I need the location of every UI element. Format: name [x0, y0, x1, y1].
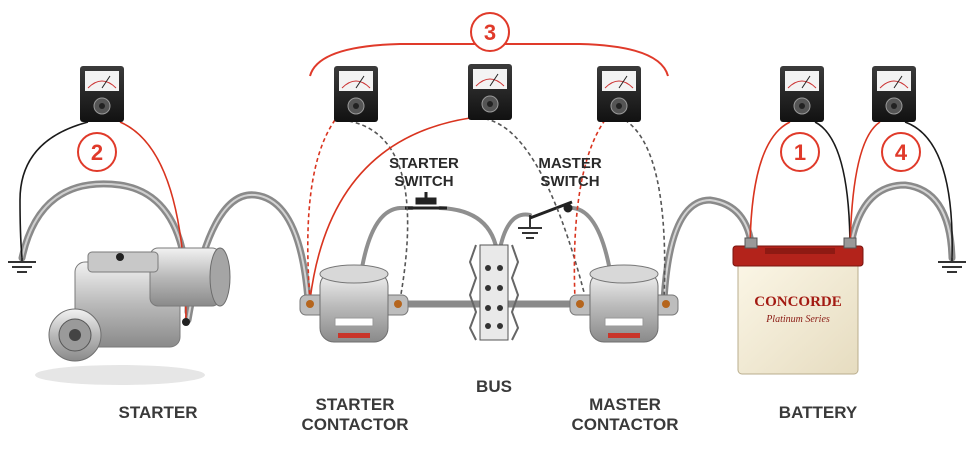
battery-series: Platinum Series [765, 314, 830, 325]
master-switch-label-1: MASTER [538, 155, 602, 172]
ground-symbol-master-switch [518, 215, 542, 239]
svg-text:1: 1 [794, 140, 806, 165]
label-bus: BUS [476, 377, 512, 396]
step-badge-1: 1 [780, 132, 820, 172]
battery-brand: CONCORDE [754, 294, 842, 310]
master-switch-label-2: SWITCH [540, 173, 599, 190]
step-badge-4: 4 [881, 132, 921, 172]
battery [732, 237, 864, 375]
starter-contactor [299, 264, 409, 343]
starter-switch-symbol [405, 192, 447, 210]
svg-text:2: 2 [91, 140, 103, 165]
step-badge-3: 3 [470, 12, 510, 52]
multimeter-step-3-right [597, 66, 641, 122]
label-starter-contactor-2: CONTACTOR [301, 415, 408, 434]
step-badge-2: 2 [77, 132, 117, 172]
starter-motor [35, 247, 231, 385]
multimeter-step-1 [780, 66, 824, 122]
starter-switch-label-2: SWITCH [394, 173, 453, 190]
master-switch-symbol [529, 200, 573, 220]
ground-symbol-left [8, 258, 36, 273]
label-starter-contactor-1: STARTER [315, 395, 394, 414]
cable-battery-ground [846, 181, 956, 262]
label-starter: STARTER [118, 403, 197, 422]
bus-bar [468, 244, 520, 341]
multimeter-step-4 [872, 66, 916, 122]
multimeter-step-3-left [334, 66, 378, 122]
ground-symbol-right [938, 258, 966, 273]
label-master-contactor-2: CONTACTOR [571, 415, 678, 434]
starter-switch-label-1: STARTER [389, 155, 459, 172]
multimeter-step-3-center [468, 64, 512, 120]
multimeter-step-2 [80, 66, 124, 122]
label-master-contactor-1: MASTER [589, 395, 661, 414]
test-leads-red [119, 117, 881, 321]
master-contactor [569, 264, 679, 343]
label-battery: BATTERY [779, 403, 858, 422]
svg-text:3: 3 [484, 20, 496, 45]
svg-text:4: 4 [895, 140, 908, 165]
test-leads-black [19, 117, 953, 301]
